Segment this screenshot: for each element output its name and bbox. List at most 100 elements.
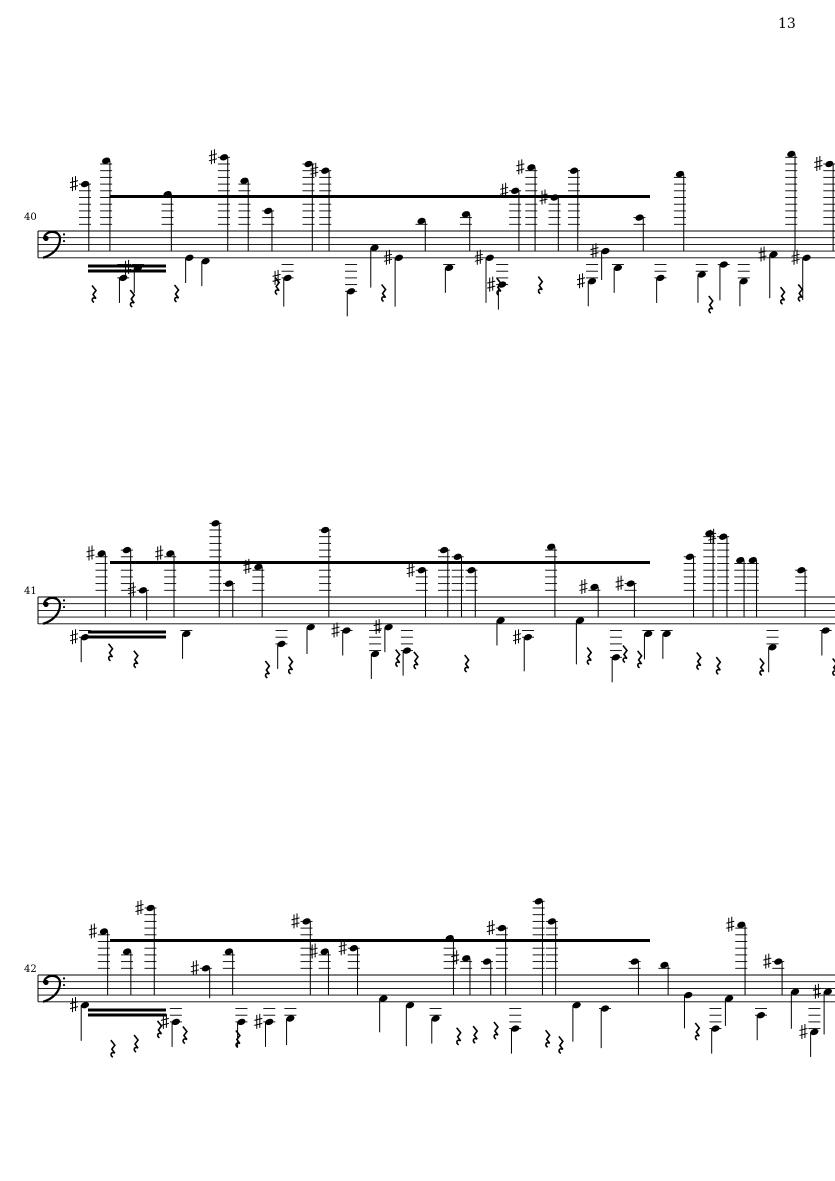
notehead <box>349 945 358 952</box>
notehead <box>417 567 426 574</box>
rest-icon <box>464 654 470 673</box>
rest-icon <box>133 650 139 669</box>
beam <box>110 195 650 198</box>
bass-clef-dot <box>62 233 66 236</box>
rest-icon <box>759 657 765 676</box>
sharp-icon <box>155 545 164 561</box>
notehead <box>445 264 454 272</box>
notehead <box>406 1001 415 1009</box>
notehead <box>768 644 777 651</box>
beam <box>88 630 166 634</box>
notehead <box>119 274 128 282</box>
notehead <box>511 1025 520 1032</box>
notehead <box>774 958 783 965</box>
notehead <box>384 623 393 631</box>
notehead <box>576 617 585 624</box>
notehead <box>823 988 832 995</box>
rest-icon <box>107 643 114 662</box>
sharp-icon <box>406 562 415 578</box>
beam <box>110 939 650 942</box>
notehead <box>587 278 597 285</box>
bass-clef-dot <box>62 983 66 987</box>
notehead <box>787 150 796 158</box>
notehead <box>611 654 621 661</box>
notehead <box>342 627 351 634</box>
sharp-icon <box>486 920 495 936</box>
rest-icon <box>110 1039 116 1058</box>
notehead <box>656 274 665 282</box>
page-number: 13 <box>778 16 796 32</box>
notehead <box>371 650 380 658</box>
rest-icon <box>832 658 835 677</box>
sharp-icon <box>576 273 586 289</box>
notehead <box>166 550 175 557</box>
sharp-icon <box>487 276 496 292</box>
notehead <box>485 254 494 261</box>
bass-clef-dot <box>62 599 66 602</box>
bass-clef-icon <box>42 596 62 625</box>
notehead <box>660 961 669 969</box>
notehead <box>748 556 757 564</box>
bass-clef-dot <box>62 239 66 243</box>
notehead <box>534 898 543 905</box>
notehead <box>810 1028 819 1036</box>
notehead <box>321 167 330 174</box>
sharp-icon <box>814 156 823 171</box>
notehead <box>453 553 462 560</box>
sharp-icon <box>272 269 281 285</box>
notehead <box>219 154 229 161</box>
notehead <box>725 995 734 1002</box>
sharp-icon <box>763 953 772 969</box>
rest-icon <box>395 649 401 668</box>
sharp-icon <box>86 545 95 561</box>
notehead <box>547 918 556 925</box>
notehead <box>211 520 220 527</box>
rest-icon <box>708 295 714 314</box>
notehead <box>569 167 579 174</box>
notehead <box>394 254 404 261</box>
notehead <box>346 288 356 295</box>
notehead <box>306 623 315 631</box>
beam <box>88 264 166 268</box>
sharp-icon <box>708 528 717 544</box>
rest-icon <box>456 1027 462 1046</box>
notehead <box>99 928 108 935</box>
rest-icon <box>91 284 98 304</box>
notehead <box>254 563 263 571</box>
notehead <box>146 904 155 912</box>
rest-icon <box>287 656 294 675</box>
notehead <box>163 190 172 198</box>
sharp-icon <box>69 997 79 1013</box>
rest-icon <box>715 656 722 675</box>
notehead <box>550 194 559 201</box>
notehead <box>527 164 536 171</box>
sharp-icon <box>88 923 97 939</box>
rest-icon <box>779 286 786 305</box>
rest-icon <box>545 1029 551 1048</box>
notehead <box>497 924 506 932</box>
measure-number-40: 40 <box>24 212 37 223</box>
sharp-icon <box>500 182 509 198</box>
rest-icon <box>472 1025 479 1044</box>
rest-icon <box>537 276 544 295</box>
sharp-icon <box>69 629 79 645</box>
rest-icon <box>413 651 419 670</box>
sharp-icon <box>309 943 318 959</box>
rest-icon <box>182 1025 188 1045</box>
rest-icon <box>636 650 643 669</box>
bass-clef-dot <box>43 979 49 985</box>
bass-clef-dot <box>43 235 49 241</box>
notehead <box>613 264 623 272</box>
notehead <box>523 634 533 641</box>
notehead <box>825 160 834 168</box>
notehead <box>237 1018 246 1026</box>
notehead <box>498 281 507 288</box>
beam <box>110 561 650 564</box>
bass-clef-dot <box>62 977 66 980</box>
sharp-icon <box>122 259 132 275</box>
rest-icon <box>156 1020 163 1039</box>
notehead <box>630 958 639 965</box>
notehead <box>821 627 830 634</box>
notehead <box>97 550 106 557</box>
